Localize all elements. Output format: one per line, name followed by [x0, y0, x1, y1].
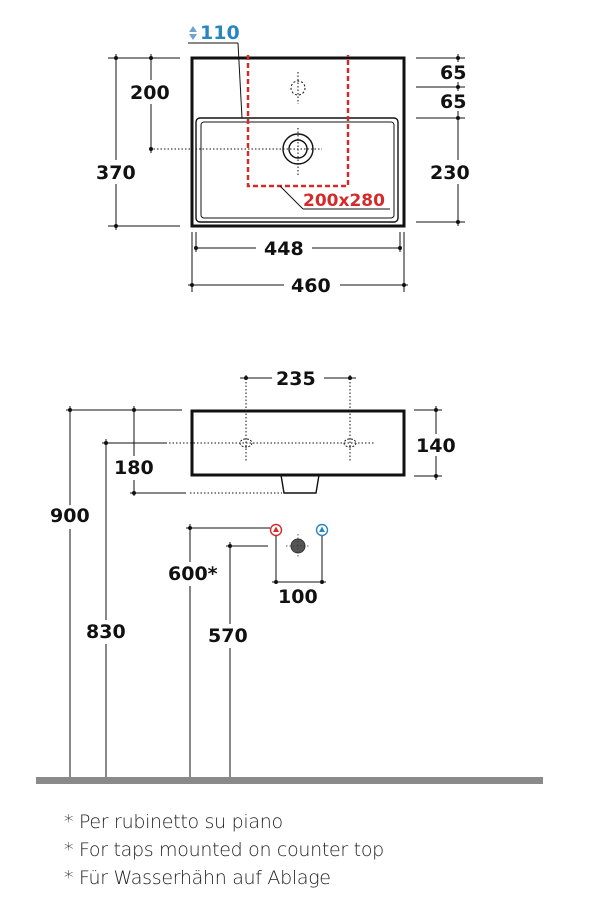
basin-outline-top [190, 56, 406, 228]
dim-hole-height: 830 [86, 621, 126, 643]
dim-inner-width: 448 [264, 238, 304, 260]
countertop-cutout [246, 55, 350, 188]
note-english: * For taps mounted on counter top [64, 839, 384, 861]
dim-bowl-depth: 230 [430, 162, 470, 184]
dim-right-top-2: 65 [440, 91, 466, 113]
cutout-label: 200x280 [303, 191, 385, 211]
drain-spigot [280, 474, 320, 494]
note-italian: * Per rubinetto su piano [64, 811, 283, 833]
front-view: 235 140 900 180 830 600* [36, 368, 543, 784]
depth-arrow-up-icon [189, 26, 197, 32]
bowl-inner-outline [200, 121, 395, 219]
dim-height: 140 [416, 435, 456, 457]
dim-supply-spacing: 100 [278, 586, 318, 608]
dim-drain-drop: 180 [114, 457, 154, 479]
depth-label: 110 [200, 22, 240, 44]
dim-tap-to-drain: 200 [130, 82, 170, 104]
dim-right-top-1: 65 [440, 62, 466, 84]
footnotes: * Per rubinetto su piano * For taps moun… [64, 808, 384, 892]
floor-line [36, 777, 543, 784]
basin-outline-front [190, 409, 406, 477]
top-view: 200x280 110 370 200 65 65 230 [92, 22, 476, 297]
note-german: * Für Wasserhähn auf Ablage [64, 867, 331, 889]
dim-top-height: 900 [50, 505, 90, 527]
bowl-outline [195, 117, 399, 223]
tap-hole-icon [290, 80, 306, 96]
depth-arrow-down-icon [189, 34, 197, 40]
dim-waste-height: 570 [208, 625, 248, 647]
dim-tap-spacing: 235 [276, 368, 316, 390]
dim-total-depth: 370 [96, 162, 136, 184]
dim-total-width: 460 [291, 275, 331, 297]
dim-supply-height: 600* [168, 563, 218, 585]
